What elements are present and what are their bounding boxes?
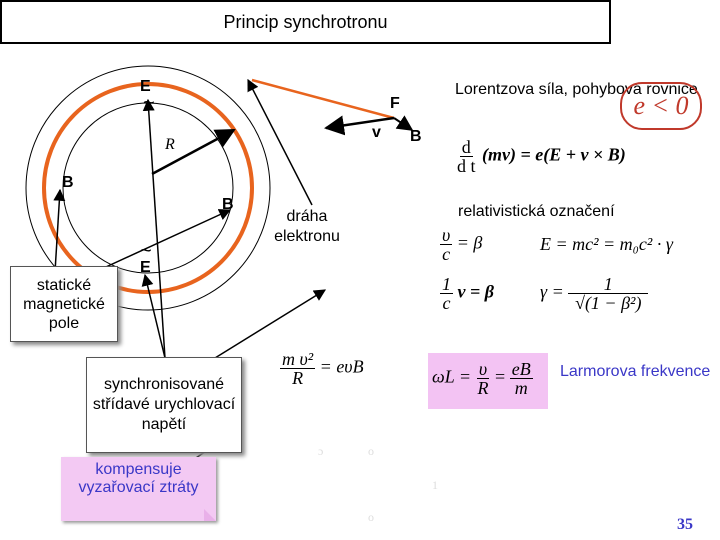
centripetal-force: m υ² R = eυB (280, 350, 364, 387)
ghost-mark-3: 1 (432, 478, 438, 492)
static-field-pointer-1 (53, 188, 66, 273)
note-fold-corner (204, 509, 216, 521)
label-r: R (165, 136, 175, 153)
static-field-pointer-2 (94, 209, 232, 273)
outer-magnet-ring (25, 65, 271, 311)
omega-lhs: ωL = (432, 366, 472, 387)
force-lhs-den: R (292, 368, 304, 388)
force-arrow (324, 115, 395, 136)
label-b-field: B (410, 128, 422, 145)
path-pointer (247, 78, 313, 206)
gamma-formula: γ = 1 √(1 − β²) (540, 275, 649, 313)
relativistic-label: relativistická označení (458, 203, 615, 220)
omega-eq: = (495, 366, 506, 387)
charge-sign: e < 0 (620, 82, 702, 130)
vector-beta: 1 c v = β (440, 275, 494, 312)
label-force: F (390, 95, 400, 112)
eq-dt: d t (457, 156, 476, 176)
ghost-mark-1: ɔ (318, 444, 324, 458)
radius-arrow (151, 128, 236, 176)
force-lhs-num: m υ² (280, 349, 316, 369)
omega-f1-den: R (477, 378, 489, 398)
electron-path-label: dráha elektronu (274, 208, 340, 245)
ghost-mark-2: o (368, 444, 374, 458)
label-b-right: B (222, 196, 234, 213)
label-b-left: B (62, 174, 74, 191)
larmor-label: Larmorova frekvence (560, 363, 711, 380)
gamma-den: √(1 − β²) (575, 293, 642, 313)
b-field-arrow (393, 115, 414, 131)
omega-f2-den: m (514, 378, 528, 398)
label-tilde-bottom: ~ (140, 240, 152, 262)
eq-lhs: (mv) (482, 144, 516, 165)
voltage-callout: synchronisované střídavé urychlovací nap… (86, 357, 242, 453)
voltage-pointer-3 (214, 289, 327, 359)
omega-f2-num: eB (509, 359, 533, 379)
vec-den: c (442, 293, 451, 313)
beta-eq: = β (456, 232, 483, 253)
slide-title: Princip synchrotronu (223, 11, 388, 32)
gamma-num: 1 (568, 275, 649, 294)
radiation-note: kompensuje vyzařovací ztráty (61, 457, 216, 521)
vec-eq: v = β (457, 281, 494, 302)
label-tilde-top: ~ (143, 92, 155, 114)
beta-definition: υ c = β (440, 226, 482, 263)
voltage-text: synchronisované střídavé urychlovací nap… (92, 376, 236, 433)
lorentz-title: Lorentzova síla, pohybová rovnice (455, 81, 698, 98)
beta-den: c (442, 244, 451, 264)
larmor-formula: ωL = υ R = eB m (432, 360, 533, 397)
omega-f1-num: υ (476, 359, 490, 379)
static-field-callout: statické magnetické pole (10, 266, 118, 342)
title-box: Princip synchrotronu (0, 0, 611, 44)
label-e-bottom: E (140, 259, 151, 276)
static-field-text: statické magnetické pole (23, 276, 105, 332)
radiation-text: kompensuje vyzařovací ztráty (78, 461, 199, 496)
force-rhs: = eυB (319, 356, 364, 377)
energy-formula: E = mc² = m₀c² · γ (540, 234, 673, 254)
slide-number: 35 (677, 516, 693, 533)
label-e-top: E (140, 78, 151, 95)
eq-rhs: = e(E + v × B) (520, 144, 626, 165)
voltage-pointer-1 (142, 98, 166, 359)
eq-d: d (459, 137, 473, 157)
vec-num: 1 (440, 274, 453, 294)
voltage-pointer-2 (141, 273, 166, 359)
gamma-lhs: γ = (540, 281, 564, 302)
electron-orbit (42, 82, 254, 294)
equation-of-motion: d d t (mv) = e(E + v × B) (455, 138, 626, 175)
velocity-arrow (251, 78, 395, 120)
ghost-mark-4: o (368, 510, 374, 524)
larmor-highlight (428, 353, 548, 409)
beta-num: υ (440, 225, 453, 245)
label-velocity: v (372, 124, 381, 141)
